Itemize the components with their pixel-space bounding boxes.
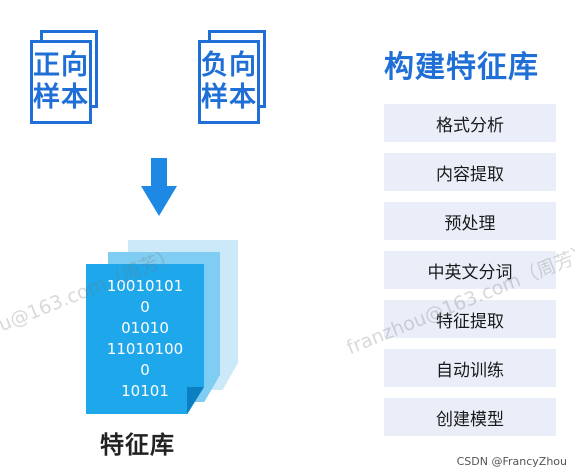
page-layer-front: 10010101 0 01010 11010100 0 10101	[86, 264, 204, 414]
positive-doc-line2: 样本	[33, 82, 89, 113]
step-auto-training: 自动训练	[384, 349, 556, 387]
binary-line: 01010	[121, 319, 169, 337]
credit-text: CSDN @FrancyZhou	[456, 455, 567, 468]
feature-library-label: 特征库	[100, 431, 175, 459]
doc-front-sheet: 负向 样本	[198, 40, 260, 124]
arrow-down-icon	[141, 158, 177, 216]
negative-sample-doc: 负向 样本	[198, 30, 266, 124]
binary-line: 11010100	[106, 340, 184, 358]
step-word-segmentation: 中英文分词	[384, 251, 556, 289]
positive-sample-doc: 正向 样本	[30, 30, 98, 124]
doc-front-sheet: 正向 样本	[30, 40, 92, 124]
negative-doc-line1: 负向	[201, 50, 257, 81]
step-content-extraction: 内容提取	[384, 153, 556, 191]
binary-line: 0	[140, 361, 150, 379]
build-feature-library-title: 构建特征库	[384, 50, 539, 85]
step-create-model: 创建模型	[384, 398, 556, 436]
page-fold-corner	[187, 387, 204, 414]
process-steps-list: 格式分析 内容提取 预处理 中英文分词 特征提取 自动训练 创建模型	[384, 104, 556, 447]
step-preprocessing: 预处理	[384, 202, 556, 240]
positive-doc-line1: 正向	[33, 50, 89, 81]
step-feature-extraction: 特征提取	[384, 300, 556, 338]
binary-line: 10010101	[106, 277, 184, 295]
negative-doc-line2: 样本	[201, 82, 257, 113]
binary-line: 0	[140, 298, 150, 316]
step-format-analysis: 格式分析	[384, 104, 556, 142]
binary-line: 10101	[121, 382, 169, 400]
